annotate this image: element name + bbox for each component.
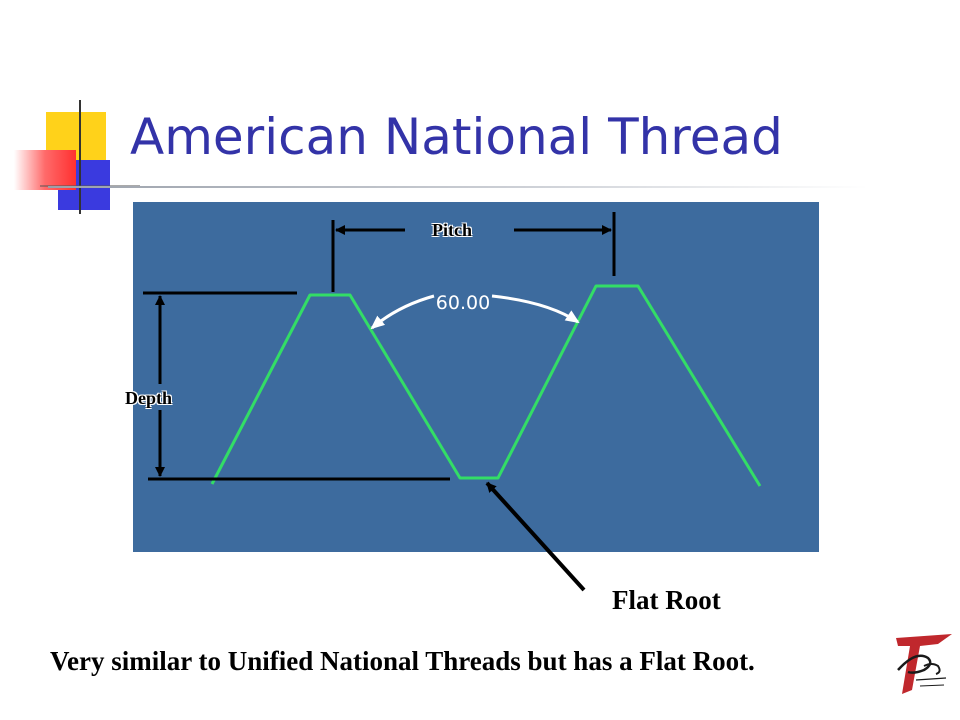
slide-title: American National Thread bbox=[130, 108, 783, 166]
publisher-logo bbox=[896, 634, 952, 694]
angle-value: 60.00 bbox=[436, 292, 490, 314]
title-underline bbox=[48, 186, 868, 188]
red-square bbox=[14, 150, 76, 190]
angle-arc-left bbox=[370, 294, 435, 330]
depth-label: Depth bbox=[125, 388, 173, 408]
angle-arc-right bbox=[491, 294, 580, 324]
pitch-label: Pitch bbox=[432, 220, 472, 240]
thread-profile bbox=[210, 284, 762, 487]
flat-root-label: Flat Root bbox=[612, 585, 721, 615]
corner-decoration bbox=[14, 100, 140, 214]
flat-root-pointer bbox=[485, 481, 586, 592]
slide-caption: Very similar to Unified National Threads… bbox=[50, 646, 755, 676]
thread-diagram-panel bbox=[133, 202, 819, 552]
